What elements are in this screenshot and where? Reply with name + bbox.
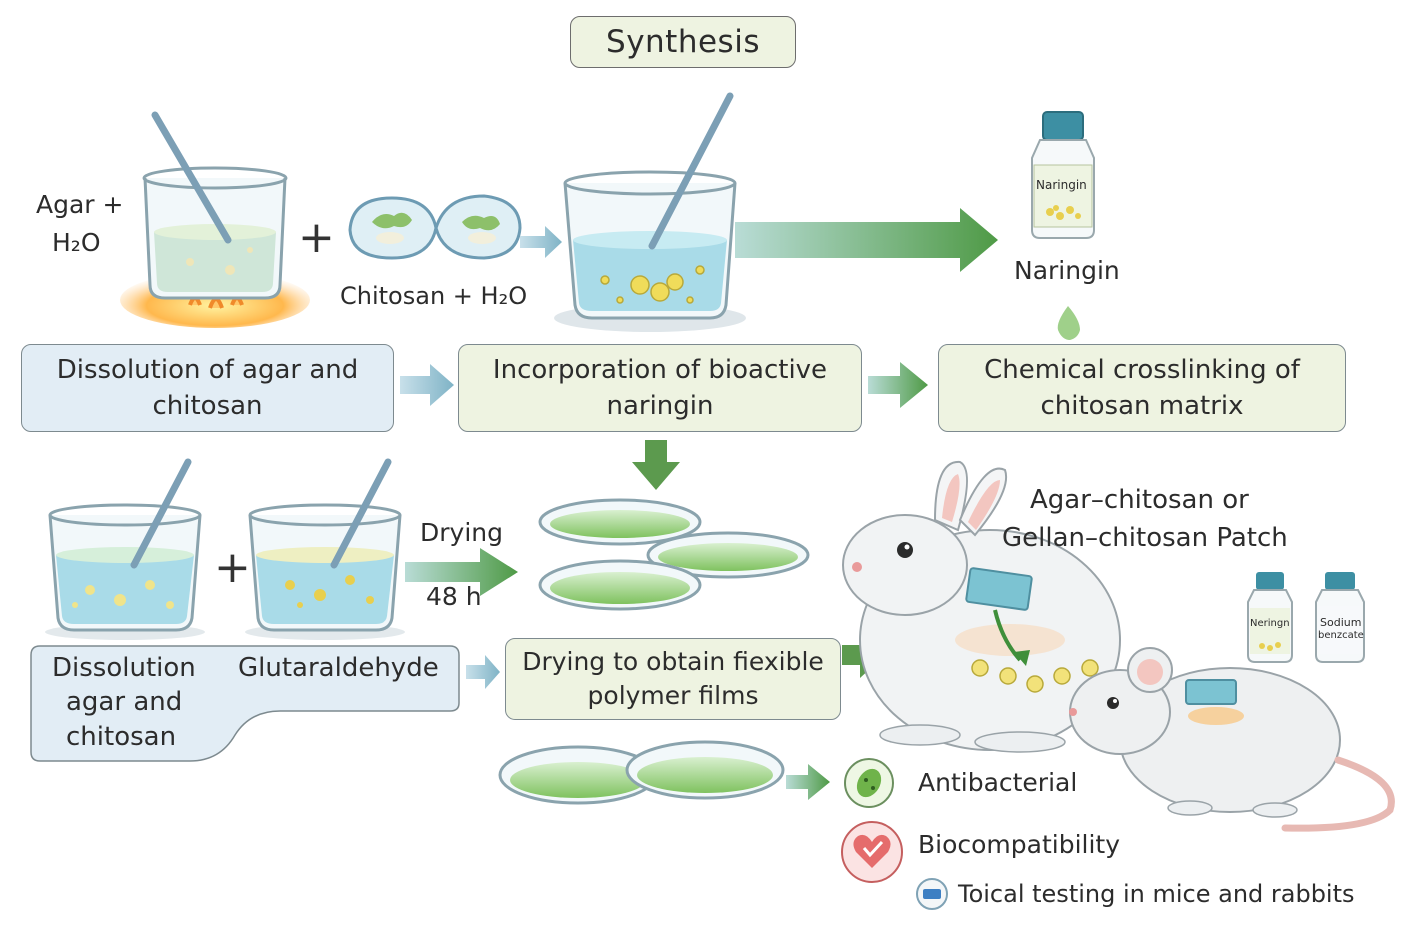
combined-box-shape <box>30 645 460 762</box>
small-naringin-bottle-icon <box>1247 572 1293 663</box>
outcome-antibacterial: Antibacterial <box>918 768 1078 797</box>
page-title: Synthesis <box>570 16 796 68</box>
small-bottle-2-label-line1: Sodium <box>1320 616 1362 629</box>
outcome-topical-testing: Toical testing in mice and rabbits <box>958 880 1355 908</box>
heart-icon <box>841 821 903 883</box>
patch-icon <box>916 878 948 910</box>
arrow-down-icon <box>632 440 680 490</box>
step-incorporation-box: Incorporation of bioactive naringin <box>458 344 862 432</box>
arrow-step1-step2-icon <box>400 364 454 406</box>
mouse-icon <box>1069 647 1395 832</box>
beaker-naringin-icon <box>554 92 746 332</box>
drying-label: Drying <box>420 518 503 547</box>
small-bottle-2-label-line2: benzcate <box>1318 630 1364 641</box>
agar-water-label-line2: H₂O <box>52 228 101 257</box>
beaker-dissolution-icon <box>45 458 205 640</box>
chitosan-shell-icon <box>348 194 522 260</box>
dissolution2-line3: chitosan <box>66 722 177 752</box>
rabbit-icon <box>842 460 1121 753</box>
step-dissolution-glutaraldehyde-box: Dissolution agar and chitosan Glutaralde… <box>30 645 460 763</box>
arrow-to-naringin-icon <box>735 208 998 272</box>
bacteria-icon <box>844 758 894 808</box>
step-dissolution-box: Dissolution of agar and chitosan <box>21 344 394 432</box>
drying-time-label: 48 h <box>426 582 482 611</box>
drying-arrow-icon <box>405 548 518 596</box>
arrow-to-drying-box-icon <box>466 655 500 689</box>
patch-label-line2: Gellan–chitosan Patch <box>1002 523 1288 553</box>
patch-label-line1: Agar–chitosan or <box>1030 485 1249 515</box>
chitosan-water-label: Chitosan + H₂O <box>340 282 528 310</box>
arrow-step2-step3-icon <box>868 362 928 408</box>
dissolution2-line1: Dissolution <box>52 653 196 683</box>
naringin-bottle-icon <box>1031 111 1095 239</box>
plus-icon: + <box>298 212 335 263</box>
droplet-icon <box>1057 306 1080 340</box>
arrow-to-outcomes-icon <box>786 764 830 800</box>
step-drying-films-box: Drying to obtain fiexible polymer films <box>505 638 841 720</box>
glutaraldehyde-label: Glutaraldehyde <box>238 653 439 683</box>
arrow-to-beaker-icon <box>520 226 562 258</box>
naringin-label: Naringin <box>1014 256 1120 285</box>
beaker-heated-icon <box>120 111 310 328</box>
naringin-bottle-label: Naringin <box>1036 178 1087 192</box>
step-crosslinking-box: Chemical crosslinking of chitosan matrix <box>938 344 1346 432</box>
beaker-glutaraldehyde-icon <box>245 458 405 640</box>
dissolution2-line2: agar and <box>66 687 183 717</box>
petri-dishes-icon <box>538 498 810 611</box>
outcome-biocompatibility: Biocompatibility <box>918 830 1121 859</box>
plus-icon-2: + <box>214 542 251 593</box>
agar-water-label-line1: Agar + <box>36 190 124 219</box>
sodium-benzoate-bottle-icon <box>1315 572 1365 663</box>
small-bottle-1-label: Neringn <box>1250 618 1290 629</box>
petri-dishes-lower-icon <box>498 740 785 805</box>
